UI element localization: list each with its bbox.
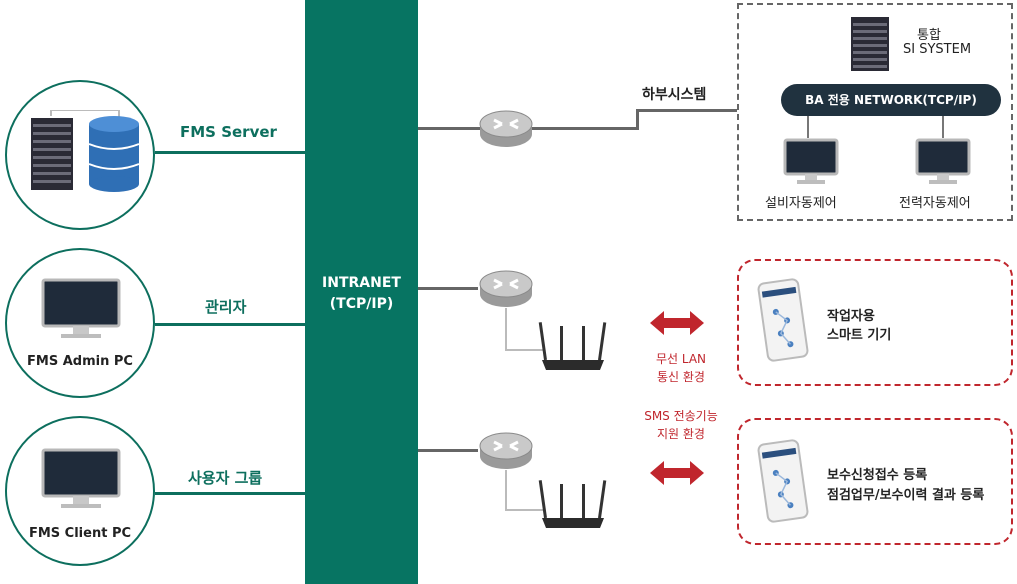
server-icon — [31, 110, 120, 190]
wireless-router-icon — [538, 322, 607, 370]
database-icon — [88, 116, 140, 192]
power-control-label: 전력자동제어 — [899, 196, 971, 211]
monitor-icon — [783, 138, 839, 184]
wireless-router-icon — [538, 480, 607, 528]
fms-server-link — [155, 151, 305, 154]
intranet-title: INTRANET — [322, 275, 401, 291]
monitor-icon — [915, 138, 971, 184]
admin-link-label: 관리자 — [205, 298, 247, 316]
subsystem-link-label: 하부시스템 — [642, 87, 707, 103]
router-icon — [479, 432, 533, 469]
intranet-protocol: (TCP/IP) — [329, 296, 394, 312]
admin-link — [155, 323, 305, 326]
server-icon — [851, 17, 889, 71]
maintenance-device-line2: 점검업무/보수이력 결과 등록 — [827, 488, 985, 503]
smart-device-line1: 작업자용 — [827, 309, 875, 324]
router-icon — [479, 110, 533, 147]
si-system-title-1: 통합 — [917, 28, 941, 43]
fms-server-node — [5, 80, 155, 230]
router1-link-upper — [636, 109, 738, 112]
ap1-connector-h — [505, 349, 545, 351]
ap2-connector-h — [505, 509, 545, 511]
monitor-icon — [41, 278, 121, 338]
router-icon — [479, 270, 533, 307]
smartphone-icon — [757, 278, 809, 362]
client-link — [155, 492, 305, 495]
monitor-icon — [41, 448, 121, 508]
ap2-connector — [505, 470, 507, 510]
fms-server-link-label: FMS Server — [180, 123, 277, 141]
ap1-connector — [505, 308, 507, 350]
wireless-lan-label: 무선 LAN 통신 환경 — [626, 350, 736, 386]
si-system-title-2: SI SYSTEM — [903, 42, 972, 57]
sms-support-line2: 지원 환경 — [657, 427, 705, 441]
network-drop-1 — [807, 116, 809, 138]
fms-client-pc-label: FMS Client PC — [28, 526, 132, 541]
double-arrow-icon — [650, 461, 704, 485]
smart-device-box: 작업자용 스마트 기기 — [737, 259, 1013, 386]
wireless-lan-line1: 무선 LAN — [655, 352, 707, 366]
smart-device-line2: 스마트 기기 — [827, 328, 892, 343]
client-link-label: 사용자 그룹 — [188, 469, 263, 487]
facility-control-label: 설비자동제어 — [765, 196, 837, 211]
sms-support-line1: SMS 전송기능 — [644, 409, 718, 423]
router3-link — [418, 449, 478, 452]
sms-support-label: SMS 전송기능 지원 환경 — [622, 407, 740, 443]
router1-link-step — [636, 109, 639, 130]
double-arrow-icon — [650, 311, 704, 335]
intranet-bar: INTRANET (TCP/IP) — [305, 0, 418, 584]
fms-client-pc-node: FMS Client PC — [5, 416, 155, 566]
ba-network-pill: BA 전용 NETWORK(TCP/IP) — [781, 84, 1001, 116]
wireless-lan-line2: 통신 환경 — [657, 370, 705, 384]
router2-link — [418, 287, 478, 290]
fms-admin-pc-label: FMS Admin PC — [27, 354, 133, 369]
fms-admin-pc-node: FMS Admin PC — [5, 248, 155, 398]
network-drop-2 — [942, 116, 944, 138]
maintenance-device-box: 보수신청접수 등록 점검업무/보수이력 결과 등록 — [737, 418, 1013, 545]
maintenance-device-line1: 보수신청접수 등록 — [827, 468, 928, 483]
si-system-box: 통합 SI SYSTEM BA 전용 NETWORK(TCP/IP) 설비자동제… — [737, 3, 1013, 221]
smartphone-icon — [757, 439, 809, 523]
